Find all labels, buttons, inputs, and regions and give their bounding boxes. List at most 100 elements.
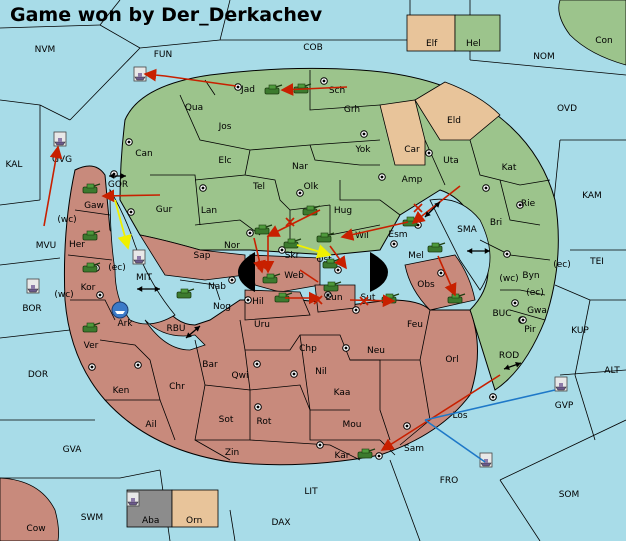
territory-label-nar[interactable]: Nar — [292, 162, 308, 172]
sea-label[interactable]: BUC — [492, 309, 511, 319]
fleet-unit-aba[interactable] — [126, 491, 140, 507]
territory-con[interactable] — [558, 0, 626, 66]
territory-label-nab[interactable]: Nab — [208, 282, 226, 292]
territory-label-zin[interactable]: Zin — [225, 448, 239, 458]
territory-label-qua[interactable]: Qua — [185, 103, 203, 113]
sea-label[interactable]: SWM — [81, 513, 103, 523]
territory-label-qwi[interactable]: Qwi — [232, 371, 249, 381]
sea-label[interactable]: GOR — [108, 180, 128, 190]
army-unit-eun[interactable] — [323, 281, 342, 292]
army-unit-wil[interactable] — [316, 232, 335, 243]
sea-label[interactable]: KAL — [6, 160, 23, 170]
territory-label-ken[interactable]: Ken — [113, 386, 130, 396]
territory-label-gaw[interactable]: Gaw — [84, 201, 104, 211]
sea-label[interactable]: SOM — [559, 490, 580, 500]
territory-label-rot[interactable]: Rot — [257, 417, 272, 427]
territory-label-gwa[interactable]: Gwa — [527, 306, 547, 316]
army-unit-jad[interactable] — [264, 84, 283, 95]
territory-label-amp[interactable]: Amp — [402, 175, 423, 185]
territory-label-mel[interactable]: Mel — [408, 251, 424, 261]
territory-label-jos[interactable]: Jos — [218, 122, 232, 132]
territory-label-sam[interactable]: Sam — [404, 444, 424, 454]
sea-label[interactable]: TEI — [589, 257, 604, 267]
territory-label-jad[interactable]: Jad — [240, 85, 255, 95]
territory-label-ail[interactable]: Ail — [145, 420, 156, 430]
territory-label-uru[interactable]: Uru — [254, 320, 270, 330]
sea-label[interactable]: LIT — [304, 487, 318, 497]
sea-label[interactable]: NOM — [533, 52, 555, 62]
territory-label-nor[interactable]: Nor — [224, 241, 240, 251]
territory-label-bri[interactable]: Bri — [490, 218, 502, 228]
territory-label-kaa[interactable]: Kaa — [334, 388, 351, 398]
territory-label-los[interactable]: Los — [452, 411, 467, 421]
army-unit-ver[interactable] — [82, 322, 101, 333]
sea-label[interactable]: FRO — [440, 476, 459, 486]
territory-label-elc[interactable]: Elc — [218, 156, 231, 166]
sea-label[interactable]: (ec) — [526, 288, 544, 298]
territory-label-esm[interactable]: Esm — [388, 230, 407, 240]
territory-label-nil[interactable]: Nil — [315, 367, 327, 377]
sea-label[interactable]: MIT — [136, 273, 152, 283]
territory-label-kar[interactable]: Kar — [335, 451, 350, 461]
territory-eld[interactable] — [414, 81, 501, 141]
territory-label-chr[interactable]: Chr — [169, 382, 185, 392]
army-unit-gaw[interactable] — [82, 183, 101, 194]
territory-label-feu[interactable]: Feu — [407, 320, 423, 330]
sea-label[interactable]: BOR — [22, 304, 41, 314]
territory-label-cow[interactable]: Cow — [26, 524, 45, 534]
territory-label-tel[interactable]: Tel — [252, 182, 265, 192]
sea-label[interactable]: ROD — [499, 351, 519, 361]
sea-label[interactable]: NVM — [35, 45, 56, 55]
territory-label-byn[interactable]: Byn — [522, 271, 539, 281]
territory-label-ost[interactable]: Ost — [316, 255, 332, 265]
territory-label-kor[interactable]: Kor — [81, 283, 96, 293]
sea-label[interactable]: KAM — [582, 191, 602, 201]
territory-label-ark[interactable]: Ark — [117, 319, 133, 329]
territory-label-eun[interactable]: Eun — [325, 293, 342, 303]
army-unit-nab[interactable] — [176, 288, 195, 299]
territory-car[interactable] — [379, 99, 426, 166]
territory-label-rie[interactable]: Rie — [521, 199, 536, 209]
sea-label[interactable]: GVP — [555, 401, 574, 411]
territory-label-wil[interactable]: Wil — [355, 231, 369, 241]
sea-label[interactable]: ALT — [604, 366, 620, 376]
sea-label[interactable]: (ec) — [553, 260, 571, 270]
territory-label-car[interactable]: Car — [404, 145, 420, 155]
territory-label-mou[interactable]: Mou — [343, 420, 362, 430]
sea-label[interactable]: (wc) — [499, 274, 518, 284]
army-unit-mel[interactable] — [427, 242, 446, 253]
army-unit-kor[interactable] — [82, 262, 101, 273]
territory-label-sch[interactable]: Sch — [329, 86, 345, 96]
sea-label[interactable]: (wc) — [54, 290, 73, 300]
sea-label[interactable]: GVA — [63, 445, 83, 455]
territory-label-con[interactable]: Con — [595, 36, 613, 46]
sea-label[interactable]: GVG — [52, 155, 72, 165]
territory-label-uta[interactable]: Uta — [443, 156, 459, 166]
fleet-unit-fun[interactable] — [133, 66, 147, 82]
territory-label-hil[interactable]: Hil — [252, 297, 264, 307]
fleet-unit-fro[interactable] — [479, 452, 493, 468]
sea-label[interactable]: FUN — [154, 50, 173, 60]
territory-label-nog[interactable]: Nog — [213, 302, 231, 312]
fleet-unit-ark[interactable] — [111, 301, 129, 319]
sea-label[interactable]: DAX — [271, 518, 290, 528]
fleet-unit-gvg[interactable] — [53, 131, 67, 147]
territory-label-can[interactable]: Can — [135, 149, 153, 159]
territory-label-hug[interactable]: Hug — [334, 206, 352, 216]
territory-label-lan[interactable]: Lan — [201, 206, 217, 216]
territory-label-skr[interactable]: Skr — [285, 251, 300, 261]
territory-sap[interactable] — [139, 234, 246, 281]
territory-label-sap[interactable]: Sap — [194, 251, 211, 261]
sea-label[interactable]: (wc) — [57, 215, 76, 225]
territory-label-ver[interactable]: Ver — [84, 341, 99, 351]
sea-label[interactable]: OVD — [557, 104, 577, 114]
territory-label-her[interactable]: Her — [69, 240, 85, 250]
sea-label[interactable]: RBU — [166, 324, 185, 334]
territory-label-web[interactable]: Web — [284, 271, 304, 281]
fleet-unit-mit[interactable] — [132, 249, 146, 265]
territory-label-eld[interactable]: Eld — [447, 116, 461, 126]
territory-label-olk[interactable]: Olk — [304, 182, 320, 192]
army-unit-her[interactable] — [82, 230, 101, 241]
territory-label-sot[interactable]: Sot — [219, 415, 234, 425]
territory-cow[interactable] — [0, 477, 59, 541]
